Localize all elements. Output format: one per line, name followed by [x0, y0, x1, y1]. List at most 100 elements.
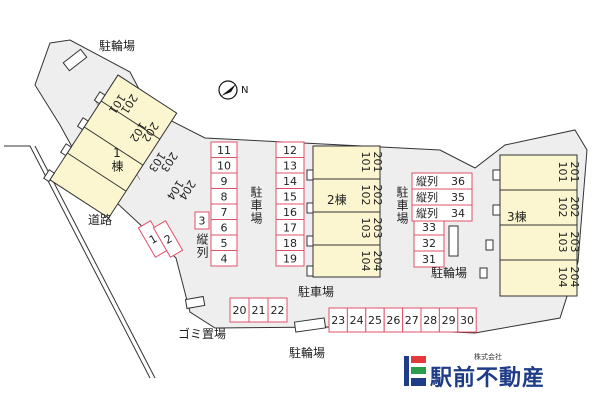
parking-space-9: 9 — [210, 172, 238, 189]
parking-space-21: 21 — [248, 297, 269, 323]
building-3-name: 3棟 — [507, 210, 527, 224]
parking-label-right: 駐車場 — [395, 186, 409, 225]
unit-number: 102 — [556, 197, 569, 218]
tandem-number: 35 — [451, 191, 465, 204]
parking-space-number: 7 — [221, 206, 228, 219]
building-3 — [479, 154, 578, 297]
parking-space-1: 1 — [137, 220, 169, 258]
building-2-name: 2棟 — [327, 193, 347, 207]
parking-space-number: 18 — [283, 237, 297, 250]
parking-space-20: 20 — [229, 297, 250, 323]
parking-space-number: 29 — [442, 314, 456, 327]
tandem-label-left: 縦列 — [195, 233, 209, 259]
unit-number: 203 — [371, 218, 384, 239]
road-label: 道路 — [88, 213, 113, 227]
parking-space-number: 9 — [221, 175, 228, 188]
parking-space-number: 4 — [221, 252, 228, 265]
parking-space-number: 15 — [283, 190, 297, 203]
bike-shelter-top — [62, 48, 88, 72]
unit-number: 202 — [568, 197, 581, 218]
unit-number: 204 — [568, 267, 581, 288]
building-1-name: 1棟 — [110, 146, 124, 172]
unit-number: 102 — [359, 185, 372, 206]
parking-space-number: 23 — [331, 314, 345, 327]
parking-space-number: 21 — [252, 304, 266, 317]
road-lines — [4, 145, 156, 379]
unit-number: 204 — [371, 251, 384, 272]
parking-space-17: 17 — [275, 219, 305, 236]
unit-number: 104 — [359, 251, 372, 272]
parking-space-24: 24 — [346, 307, 367, 333]
parking-space-number: 13 — [283, 159, 297, 172]
parking-space-13: 13 — [275, 157, 305, 174]
parking-space-number: 19 — [283, 252, 297, 265]
bike-shelter-right — [448, 225, 459, 257]
unit-number: 103 — [556, 232, 569, 253]
parking-space-number: 33 — [422, 221, 436, 234]
garbage-label: ゴミ置場 — [178, 327, 227, 341]
unit-number: 101 — [556, 162, 569, 183]
parking-space-number: 26 — [386, 314, 400, 327]
parking-space-32: 32 — [413, 234, 445, 252]
parking-label-center: 駐車場 — [249, 186, 263, 225]
parking-space-14: 14 — [275, 172, 305, 189]
parking-space-2: 2 — [152, 220, 184, 258]
parking-space-19: 19 — [275, 250, 305, 267]
company-logo: 株式会社 駅前不動産 — [404, 352, 594, 392]
parking-space-number: 31 — [422, 253, 436, 266]
unit-number: 201 — [371, 152, 384, 173]
parking-space-4: 4 — [210, 250, 238, 267]
logo-company-name: 駅前不動産 — [430, 365, 546, 391]
tandem-label: 縦列 — [416, 190, 438, 204]
bike-shelter-bottom — [293, 317, 327, 333]
tandem-row-35: 縦列 35 — [411, 188, 473, 206]
parking-space-28: 28 — [420, 307, 440, 333]
parking-space-25: 25 — [365, 307, 385, 333]
tandem-number: 36 — [451, 175, 465, 188]
parking-space-number: 11 — [217, 144, 231, 157]
parking-space-number: 16 — [283, 206, 297, 219]
parking-space-number: 22 — [271, 304, 285, 317]
parking-space-number: 3 — [199, 215, 206, 228]
parking-space-30: 30 — [457, 307, 477, 333]
compass-label: N — [241, 85, 248, 96]
parking-space-number: 12 — [283, 144, 297, 157]
parking-space-number: 5 — [221, 237, 228, 250]
unit-number: 202 — [371, 185, 384, 206]
unit-number: 201 — [568, 162, 581, 183]
parking-space-number: 24 — [350, 314, 364, 327]
tandem-label: 縦列 — [416, 174, 438, 188]
parking-space-number: 6 — [221, 221, 228, 234]
parking-space-31: 31 — [413, 250, 445, 268]
parking-space-number: 14 — [283, 175, 297, 188]
unit-number: 101 — [359, 152, 372, 173]
parking-space-23: 23 — [328, 307, 348, 333]
parking-space-18: 18 — [275, 234, 305, 251]
parking-space-number: 25 — [368, 314, 382, 327]
parking-space-11: 11 — [210, 141, 238, 158]
parking-space-29: 29 — [438, 307, 459, 333]
unit-number: 104 — [556, 267, 569, 288]
parking-space-number: 30 — [460, 314, 474, 327]
tandem-number: 34 — [451, 207, 465, 220]
parking-space-27: 27 — [402, 307, 422, 333]
tandem-row-36: 縦列 36 — [411, 172, 473, 190]
parking-space-number: 8 — [221, 190, 228, 203]
parking-space-10: 10 — [210, 157, 238, 174]
parking-space-number: 17 — [283, 221, 297, 234]
parking-space-5: 5 — [210, 234, 238, 251]
parking-space-7: 7 — [210, 203, 238, 220]
parking-space-number: 28 — [423, 314, 437, 327]
tandem-label: 縦列 — [416, 206, 438, 220]
bike-parking-label-top: 駐輪場 — [99, 39, 136, 53]
building-2 — [306, 145, 381, 278]
tandem-row-34: 縦列 34 — [411, 204, 473, 222]
garbage-station — [184, 295, 206, 310]
parking-space-number: 20 — [233, 304, 247, 317]
parking-space-3: 3 — [194, 211, 210, 230]
parking-label-bottom: 駐車場 — [298, 285, 335, 299]
bike-parking-label-bottom: 駐輪場 — [289, 346, 326, 360]
compass-icon: N — [218, 80, 248, 100]
